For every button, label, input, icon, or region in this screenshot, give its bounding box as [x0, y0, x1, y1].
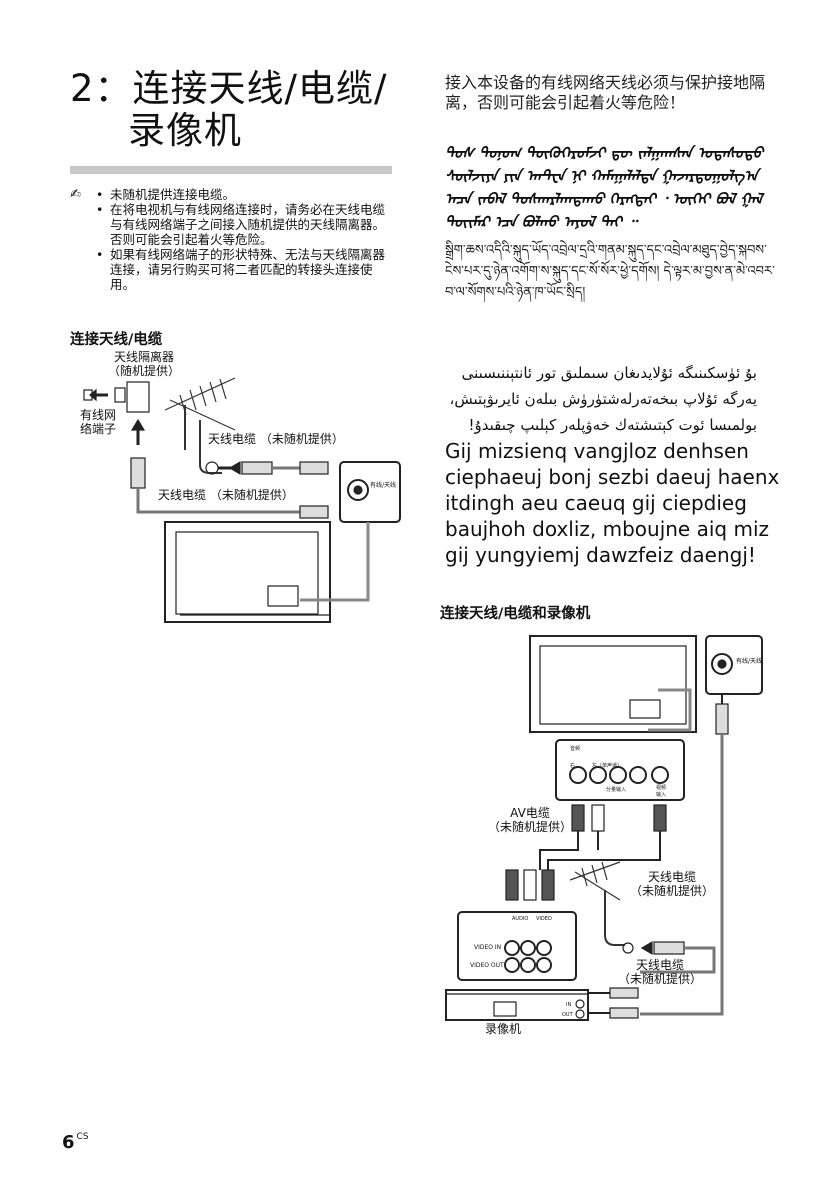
av-cable-label: AV电缆 （未随机提供） — [488, 806, 573, 834]
rf-jack-icon — [347, 479, 369, 501]
tv-back-icon — [164, 521, 331, 623]
section1-heading: 连接天线/电缆 — [70, 332, 163, 348]
note-item: • 在将电视机与有线网络连接时，请务必在天线电缆与有线网络端子之间接入随机提供的… — [96, 202, 386, 247]
isolator-label: 天线隔离器 （随机提供） — [108, 350, 181, 378]
warning-tibetan: སྒྲིག་ཆས་འདིའི་སྐུད་ཡོད་འབྲེལ་དྲའི་གནམ་ས… — [445, 243, 775, 300]
vcr-jacks — [504, 940, 552, 973]
note-item: ✍ • 未随机提供连接电缆。 — [70, 187, 236, 202]
antenna-icon — [164, 377, 236, 474]
vcr-av-panel — [457, 911, 577, 981]
cable-label-b: 天线电缆 （未随机提供） — [158, 488, 294, 502]
rf-jack-icon — [711, 653, 733, 675]
cable-terminal-label: 有线网 络端子 — [80, 408, 117, 436]
title-line-2: 录像机 — [128, 109, 242, 152]
notes-block: ✍ • 未随机提供连接电缆。 • 在将电视机与有线网络连接时，请务必在天线电缆与… — [70, 187, 395, 292]
warning-mongolian: ᠲᠤᠰ ᠲᠣᠨᠤᠭ ᠲᠥᠬᠥᠭᠡᠷᠦᠮᠵᠢ ᠳᠦ ᠵᠠᠯᠭᠠᠭᠰᠠᠨ ᠤᠲᠠᠰᠤ… — [445, 144, 764, 231]
antenna-icon — [569, 861, 625, 946]
cable-label-d: 天线电缆 （未随机提供） — [618, 958, 703, 986]
isolator-icon — [126, 381, 150, 413]
cable-label-a: 天线电缆 （未随机提供） — [208, 432, 344, 446]
note-item: • 如果有线网络端子的形状特殊、无法与天线隔离器连接，请另行购买可将二者匹配的转… — [96, 247, 386, 292]
cable-label-c: 天线电缆 （未随机提供） — [630, 870, 715, 898]
section2-heading: 连接天线/电缆和录像机 — [440, 606, 591, 622]
page-title: 2：连接天线/电缆/ 录像机 — [70, 68, 400, 152]
jack-label: 有线/天线 — [736, 658, 763, 665]
warning-zhuang: Gij mizsienq vangjloz denhsen ciephaeuj … — [445, 439, 780, 567]
jack-label: 有线/天线 — [370, 482, 397, 489]
title-divider — [70, 166, 392, 174]
tv-jack-box — [339, 461, 401, 523]
warning-uyghur: بۇ ئۈسكىنىگە ئۇلايدىغان سىملىق تور ئانتې… — [449, 364, 758, 434]
vcr-icon — [445, 989, 589, 1021]
tv-jack-box — [705, 635, 763, 695]
note-pencil-icon: ✍ — [70, 187, 81, 202]
vcr-label: 录像机 — [485, 1022, 522, 1036]
tv-back-icon — [529, 635, 697, 733]
socket-icon — [114, 387, 126, 403]
title-line-1: 2：连接天线/电缆/ — [70, 67, 388, 110]
av-jacks — [569, 766, 669, 784]
av-input-panel — [555, 739, 685, 801]
warning-chinese: 接入本设备的有线网络天线必须与保护接地隔离，否则可能会引起着火等危险！ — [445, 73, 766, 112]
